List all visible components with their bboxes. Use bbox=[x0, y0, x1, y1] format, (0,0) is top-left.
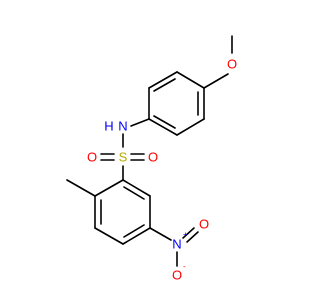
atom-o-sulfonyl-left: O bbox=[87, 149, 97, 164]
atom-s: S bbox=[119, 149, 128, 164]
bond-ring-to-nh bbox=[130, 118, 150, 127]
atom-n-nitro: N bbox=[172, 236, 181, 251]
bond-ring2-d-inner bbox=[123, 224, 145, 238]
background bbox=[0, 0, 300, 300]
charge-n-nitro: + bbox=[183, 230, 188, 239]
atom-nh-n: N bbox=[118, 118, 127, 133]
bond-ring2-f-inner bbox=[123, 186, 145, 200]
bond-ring1-e bbox=[176, 118, 205, 136]
bond-ring2-a bbox=[94, 179, 124, 197]
bond-ring2-c bbox=[94, 227, 124, 245]
bond-o-to-ring bbox=[203, 73, 229, 89]
charge-o-nitro: - bbox=[183, 262, 186, 271]
bond-ring1-b bbox=[148, 71, 178, 89]
bond-ring1-a bbox=[176, 71, 205, 89]
bond-ring1-d-inner bbox=[153, 115, 176, 129]
bond-ring-to-methyl bbox=[66, 179, 96, 197]
bond-ring1-d bbox=[148, 118, 178, 136]
bond-nitro-o-top-1 bbox=[182, 227, 195, 239]
atom-o-nitro-top: O bbox=[199, 216, 209, 231]
atom-nh-h: H bbox=[104, 118, 113, 133]
atom-o-methoxy: O bbox=[227, 56, 237, 71]
bond-ring2-d bbox=[122, 227, 151, 245]
bond-ring2-f bbox=[122, 179, 151, 197]
atom-o-nitro-bottom: O bbox=[172, 267, 182, 282]
molecule-structure: O N H S O O N + O O - bbox=[0, 0, 300, 300]
atom-o-sulfonyl-right: O bbox=[148, 149, 158, 164]
bond-nitro-o-top-2 bbox=[186, 231, 199, 243]
bond-ring-to-nitro bbox=[149, 227, 172, 241]
bond-ring1-b-inner bbox=[153, 78, 176, 92]
